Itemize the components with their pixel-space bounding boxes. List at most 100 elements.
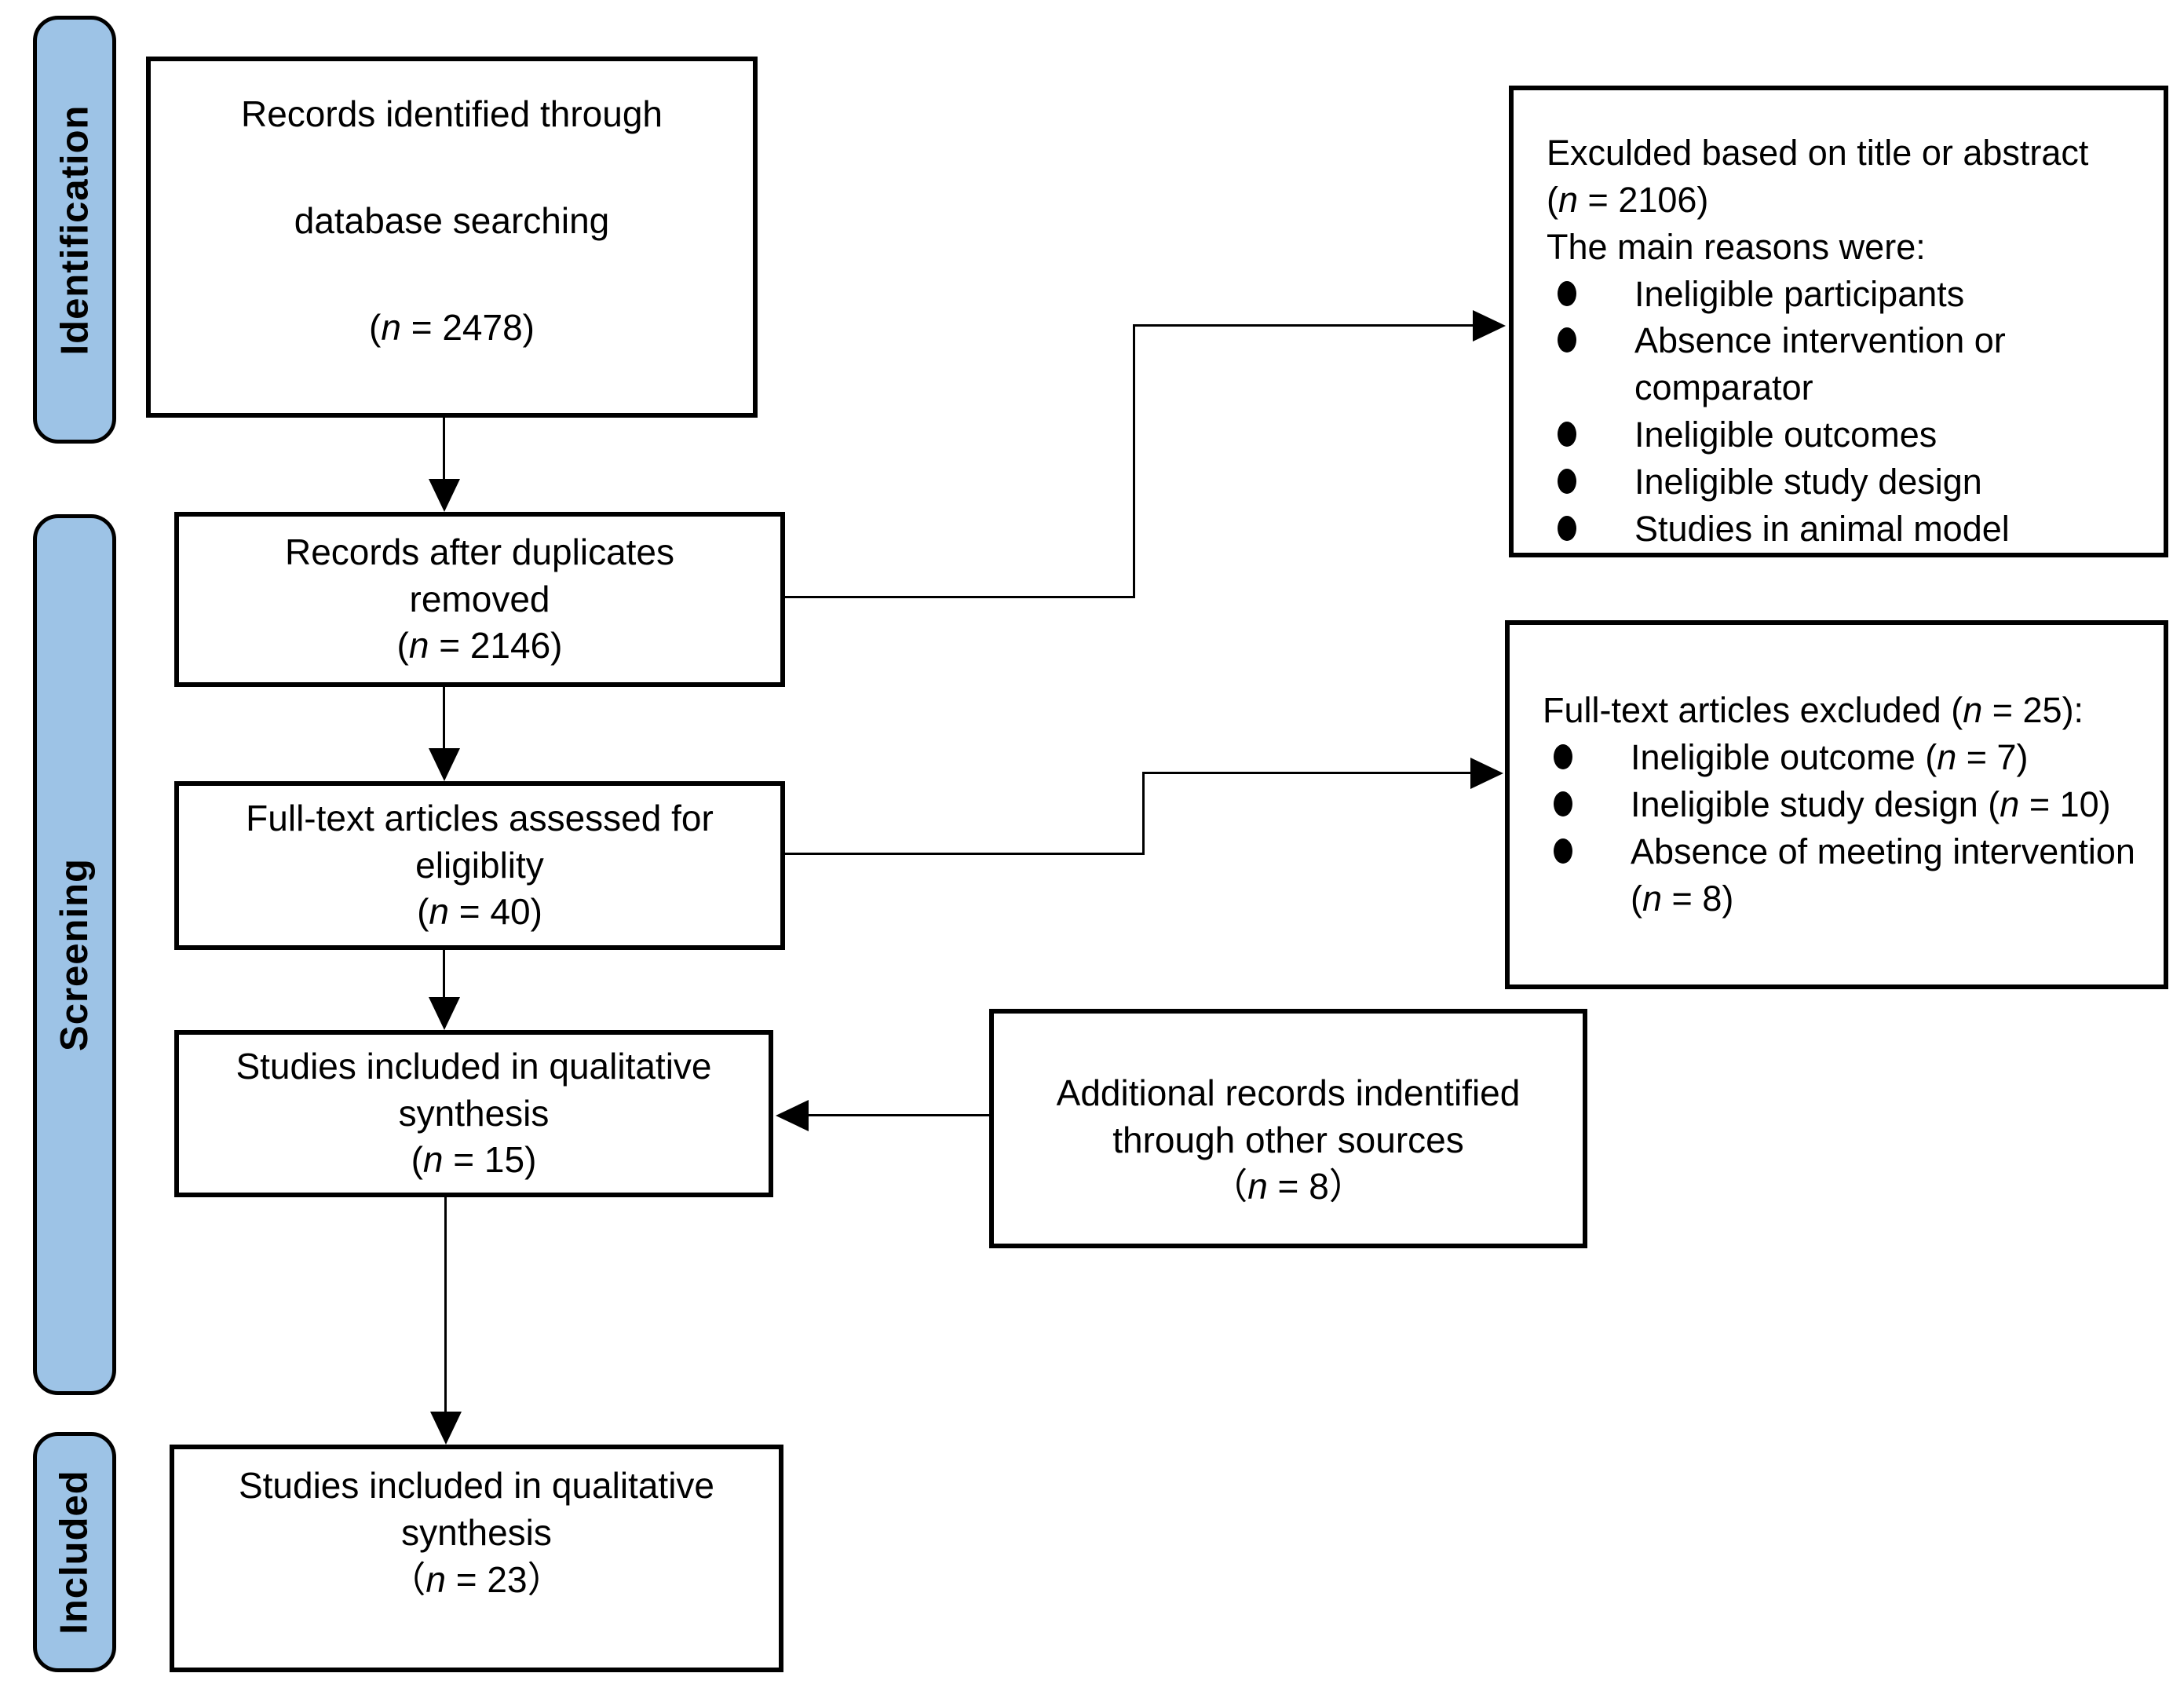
text-segment: (: [369, 306, 382, 348]
bullet-text: Ineligible participants: [1634, 271, 2142, 318]
text-line: Exculded based on title or abstract: [1547, 130, 2088, 177]
text-segment: = 8): [1662, 878, 1734, 919]
text-segment: n: [1558, 179, 1579, 220]
count-label: (n = 40): [417, 889, 542, 936]
arrowhead-fulltext-to-included15: [429, 997, 460, 1030]
text-segment: n: [1247, 1166, 1268, 1207]
bullet-text: Ineligible study design: [1634, 458, 2142, 506]
text-segment: （: [389, 1558, 426, 1600]
connector-fulltext-to-excluded-h1: [785, 853, 1145, 855]
bullet-item: Studies in animal model: [1547, 506, 2142, 553]
text-segment: n: [429, 891, 449, 933]
box-excluded-title-abstract: Exculded based on title or abstract(n = …: [1509, 86, 2168, 557]
bullet-text: Ineligible study design (n = 10): [1631, 781, 2142, 828]
text-segment: n: [1963, 690, 1983, 731]
box-text-line: Records identified through: [241, 93, 663, 135]
bullet-dot-icon: [1558, 422, 1576, 447]
text-segment: = 40): [449, 891, 542, 933]
bullet-dot-icon: [1554, 838, 1572, 864]
stage-label-screening: Screening: [53, 858, 97, 1051]
connector-fulltext-to-included15: [443, 950, 445, 999]
text-segment: Absence of meeting intervention (: [1631, 831, 2135, 919]
connector-duplicates-to-excluded-h1: [785, 596, 1135, 598]
excluded-title-lines: Exculded based on title or abstract(n = …: [1547, 130, 2088, 271]
connector-duplicates-to-fulltext: [443, 687, 445, 750]
arrowhead-duplicates-to-fulltext: [429, 748, 460, 781]
arrowhead-identified-to-duplicates: [429, 479, 460, 512]
box-additional-records: Additional records indentified through o…: [989, 1009, 1587, 1248]
count-label: (n = 2146): [397, 623, 563, 670]
box-qualitative-synthesis-15: Studies included in qualitative synthesi…: [174, 1030, 773, 1197]
stage-bar-screening: Screening: [33, 514, 116, 1395]
text-segment: (: [411, 1139, 423, 1181]
text-segment: (: [396, 625, 409, 667]
bullet-text: Ineligible outcome (n = 7): [1631, 734, 2142, 781]
box-text-line: Studies included in qualitative: [236, 1045, 712, 1087]
box-text-line: Full-text articles assessed for: [246, 797, 714, 838]
bullet-dot-icon: [1554, 744, 1572, 770]
text-segment: = 10): [2019, 784, 2111, 825]
box-text-line: eligiblity: [415, 844, 544, 886]
connector-fulltext-to-excluded-v: [1142, 772, 1145, 855]
text-segment: n: [1937, 737, 1957, 778]
count-label: (n = 2478): [369, 305, 535, 352]
text-segment: = 23）: [446, 1558, 564, 1600]
arrowhead-fulltext-to-excluded: [1470, 758, 1503, 789]
text-segment: n: [2000, 784, 2020, 825]
bullet-text: Studies in animal model: [1634, 506, 2142, 553]
text-line: Full-text articles excluded (n = 25):: [1543, 687, 2084, 734]
bullet-text: Absence of meeting intervention (n = 8): [1631, 828, 2142, 922]
text-segment: = 8）: [1267, 1166, 1365, 1207]
stage-label-included: Included: [53, 1470, 96, 1635]
text-segment: Absence intervention or comparator: [1634, 320, 2006, 408]
stage-bar-included: Included: [33, 1432, 116, 1672]
bullet-item: Absence of meeting intervention (n = 8): [1543, 828, 2142, 922]
text-segment: = 2146): [429, 625, 563, 667]
text-segment: n: [1642, 878, 1663, 919]
connector-included15-to-included23: [444, 1197, 447, 1413]
text-segment: Exculded based on title or abstract: [1547, 133, 2089, 173]
count-label: （n = 8）: [1211, 1163, 1365, 1211]
bullet-text: Ineligible outcomes: [1634, 411, 2142, 458]
bullet-item: Absence intervention or comparator: [1547, 317, 2142, 411]
fulltext-excluded-bullets: Ineligible outcome (n = 7)Ineligible stu…: [1543, 734, 2142, 922]
text-segment: = 2106): [1578, 179, 1709, 220]
text-segment: n: [422, 1139, 444, 1181]
connector-identified-to-duplicates: [443, 418, 445, 480]
stage-label-identification: Identification: [53, 104, 97, 355]
bullet-item: Ineligible outcomes: [1547, 411, 2142, 458]
text-segment: The main reasons were:: [1547, 226, 1926, 267]
bullet-item: Ineligible participants: [1547, 271, 2142, 318]
connector-duplicates-to-excluded-h2: [1133, 324, 1474, 327]
text-line: (n = 2106): [1547, 177, 2088, 224]
bullet-item: Ineligible study design (n = 10): [1543, 781, 2142, 828]
box-text-line: Additional records indentified: [1056, 1072, 1521, 1113]
bullet-text: Absence intervention or comparator: [1634, 317, 2142, 411]
arrowhead-included15-to-included23: [430, 1412, 462, 1445]
text-segment: n: [408, 625, 429, 667]
box-text-line: synthesis: [398, 1092, 550, 1134]
bullet-item: Ineligible study design: [1547, 458, 2142, 506]
bullet-item: Ineligible outcome (n = 7): [1543, 734, 2142, 781]
text-segment: = 15): [443, 1139, 537, 1181]
box-records-identified: Records identified through database sear…: [146, 57, 758, 418]
text-segment: (: [1547, 179, 1558, 220]
box-text-line: through other sources: [1112, 1119, 1464, 1160]
box-text-line: removed: [409, 578, 550, 619]
text-segment: Ineligible outcomes: [1634, 415, 1937, 455]
text-segment: Ineligible participants: [1634, 273, 1965, 314]
arrowhead-additional-to-included15: [776, 1100, 809, 1131]
box-text-line: database searching: [294, 200, 610, 242]
arrowhead-duplicates-to-excluded: [1473, 310, 1506, 342]
connector-duplicates-to-excluded-v: [1133, 324, 1135, 598]
text-segment: Full-text articles excluded (: [1543, 690, 1963, 731]
text-segment: Ineligible outcome (: [1631, 737, 1937, 778]
text-segment: （: [1211, 1166, 1248, 1207]
bullet-dot-icon: [1554, 791, 1572, 817]
text-segment: Ineligible study design (: [1631, 784, 2000, 825]
text-segment: = 25):: [1982, 690, 2084, 731]
box-text-line: Studies included in qualitative: [238, 1465, 715, 1507]
count-label: (n = 15): [411, 1137, 537, 1184]
box-fulltext-assessed: Full-text articles assessed for eligibli…: [174, 781, 785, 950]
